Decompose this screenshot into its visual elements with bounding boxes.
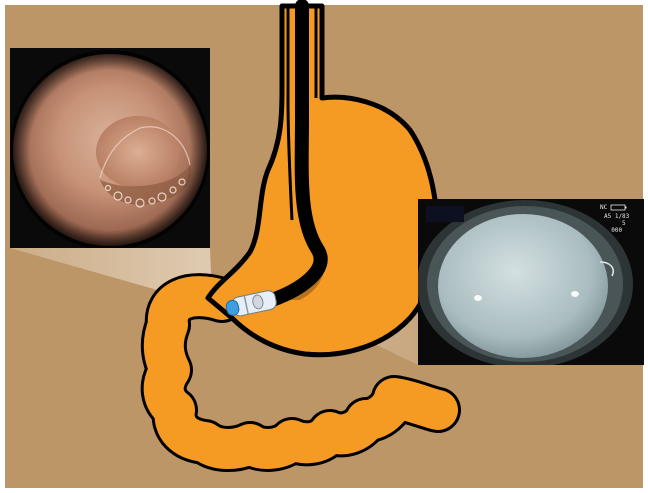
readout-line-3: 5 — [604, 220, 626, 227]
balloon — [438, 214, 608, 358]
left-inset — [10, 48, 210, 250]
balloon-highlight-left — [474, 295, 482, 301]
readout-line-4: 000 — [604, 227, 622, 234]
readout-patch — [426, 206, 464, 222]
balloon-highlight-right — [571, 291, 579, 297]
readout-line-2: A5 1/83 — [604, 213, 630, 220]
left-inset-vignette — [10, 50, 210, 250]
right-inset: NC A5 1/83 5 000 — [417, 199, 644, 368]
readout-line-1: NC — [600, 204, 608, 211]
